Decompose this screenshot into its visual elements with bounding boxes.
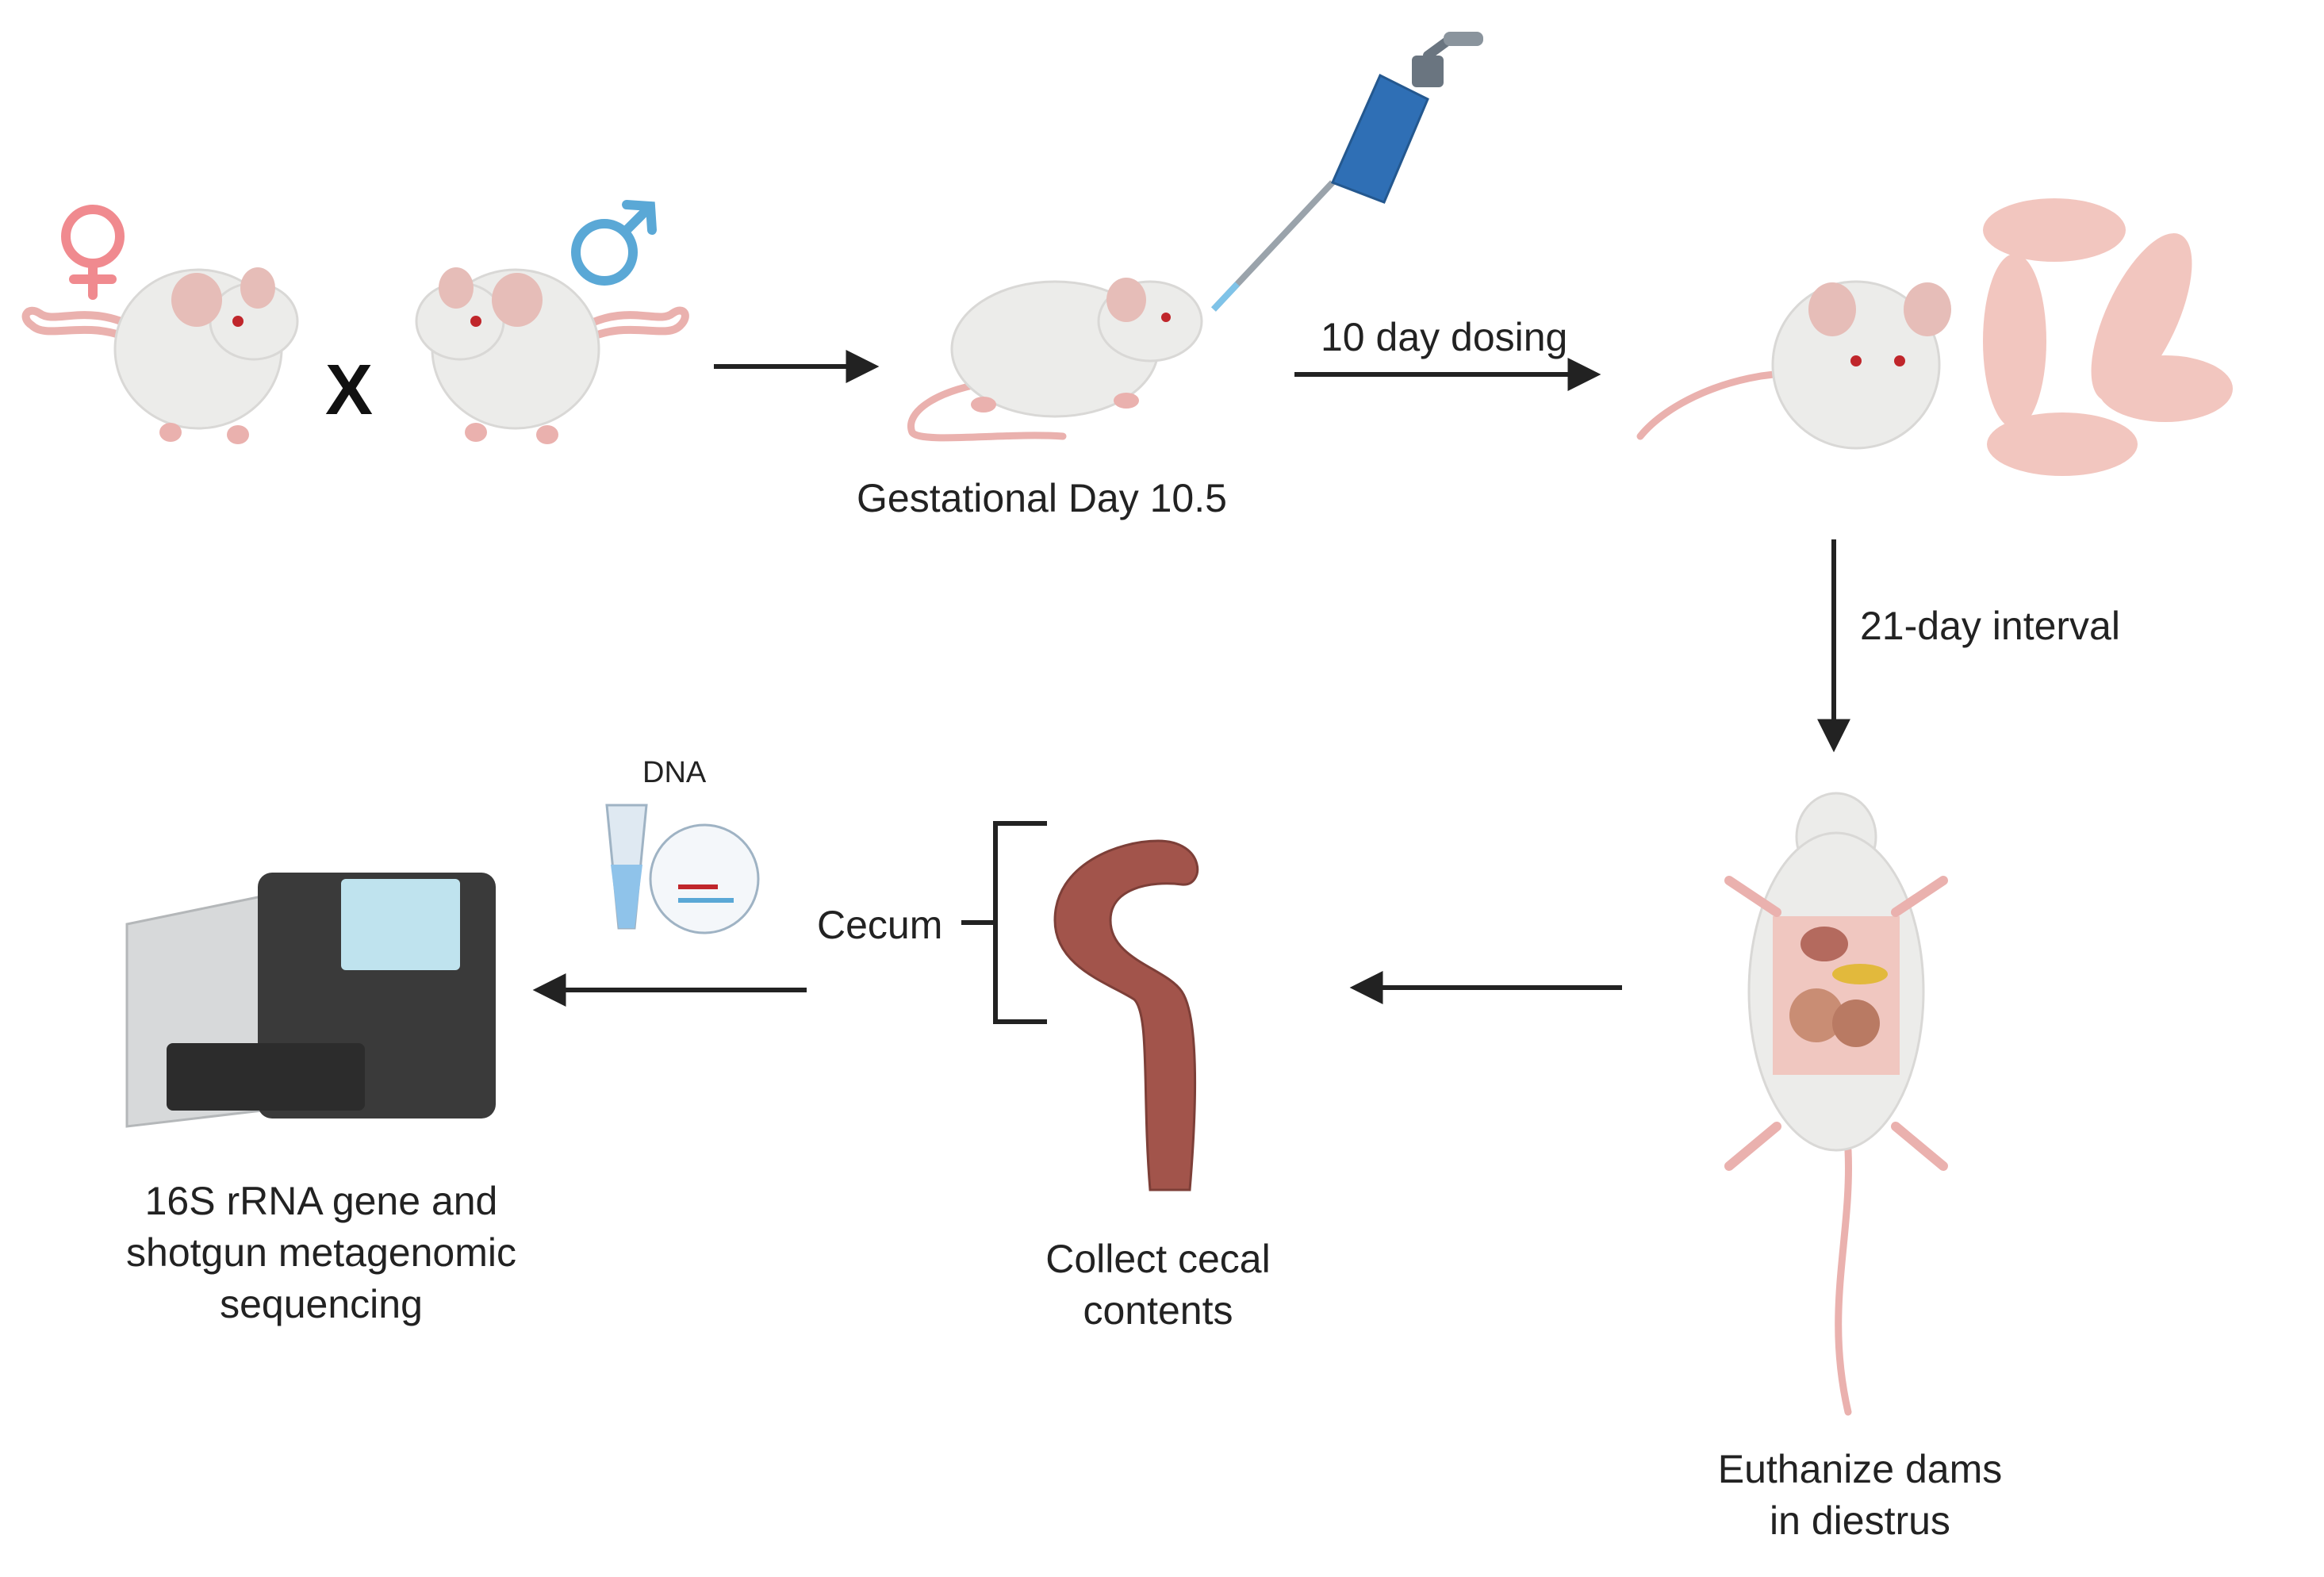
mouse-pups-icon bbox=[1636, 198, 2233, 476]
dissected-mouse-icon bbox=[1724, 792, 1948, 1416]
male-symbol-icon bbox=[571, 200, 657, 286]
cecum-bracket bbox=[961, 821, 1047, 1024]
sequencing-label-line1: 16S rRNA gene and bbox=[144, 1179, 498, 1223]
cecum-icon bbox=[1053, 839, 1199, 1191]
interval-label: 21-day interval bbox=[1860, 604, 2120, 648]
collect-label: Collect cecal contents bbox=[1031, 1234, 1285, 1337]
dosing-label: 10 day dosing bbox=[1321, 315, 1568, 359]
dna-tube-icon bbox=[605, 804, 760, 934]
pipette-icon bbox=[1211, 32, 1483, 312]
sequencing-label-line2: shotgun metagenomic bbox=[126, 1230, 516, 1275]
mouse-icon bbox=[21, 267, 299, 444]
sequencing-label: 16S rRNA gene and shotgun metagenomic se… bbox=[103, 1176, 539, 1330]
euthanize-label-line1: Euthanize dams bbox=[1717, 1447, 2003, 1491]
cross-symbol: X bbox=[325, 351, 373, 430]
mouse-icon bbox=[907, 278, 1203, 442]
euthanize-label-line2: in diestrus bbox=[1770, 1498, 1950, 1543]
female-symbol-icon bbox=[61, 205, 125, 300]
collect-label-line1: Collect cecal bbox=[1045, 1237, 1271, 1281]
gestational-day-label: Gestational Day 10.5 bbox=[857, 476, 1227, 520]
mouse-icon bbox=[415, 267, 689, 444]
sequencer-icon bbox=[125, 873, 496, 1128]
cecum-label: Cecum bbox=[817, 903, 943, 947]
collect-label-line2: contents bbox=[1083, 1288, 1233, 1333]
sequencing-label-line3: sequencing bbox=[220, 1282, 423, 1326]
dna-label: DNA bbox=[642, 756, 707, 789]
euthanize-label: Euthanize dams in diestrus bbox=[1717, 1444, 2003, 1547]
